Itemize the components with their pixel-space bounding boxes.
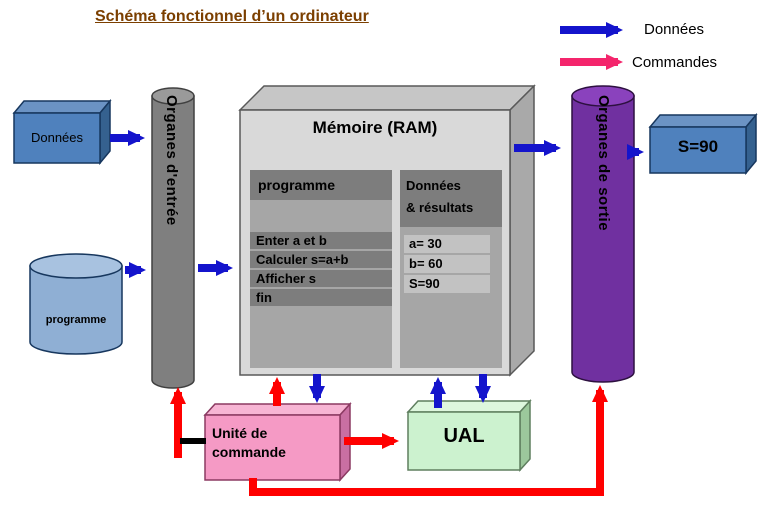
page-title: Schéma fonctionnel d’un ordinateur <box>95 8 369 25</box>
program-row: Enter a et b <box>250 232 392 249</box>
output-box-label: S=90 <box>677 137 719 156</box>
results-panel: Données & résultats a= 30 b= 60 S=90 <box>400 170 502 368</box>
output-organ-cylinder-shape <box>571 85 635 383</box>
legend-command-label: Commandes <box>632 54 718 71</box>
program-panel-header: programme <box>250 170 392 200</box>
program-cylinder-label: programme <box>45 314 107 326</box>
program-row: fin <box>250 289 392 306</box>
program-rows: Enter a et b Calculer s=a+b Afficher s f… <box>250 232 392 306</box>
results-header-line1: Données <box>406 178 461 193</box>
results-header-line2: & résultats <box>406 200 474 215</box>
data-arrows <box>110 130 644 408</box>
program-cylinder-shape <box>29 253 123 355</box>
results-panel-header: Données & résultats <box>400 170 502 227</box>
input-organ-label: Organes d'entrée <box>163 95 180 226</box>
data-input-box-label: Données <box>30 130 84 145</box>
result-row: a= 30 <box>404 235 490 253</box>
arrow-command-bus-to-output-organ <box>249 385 608 496</box>
results-rows: a= 30 b= 60 S=90 <box>404 235 490 293</box>
result-row: S=90 <box>404 275 490 293</box>
program-panel: programme Enter a et b Calculer s=a+b Af… <box>250 170 392 368</box>
data-input-box-shape <box>12 98 112 166</box>
control-unit-box-shape <box>203 402 352 482</box>
output-box-shape <box>648 112 758 176</box>
program-row: Afficher s <box>250 270 392 287</box>
result-row: b= 60 <box>404 255 490 273</box>
command-arrows <box>170 377 608 496</box>
program-row: Calculer s=a+b <box>250 251 392 268</box>
output-organ-label: Organes de sortie <box>595 95 612 232</box>
input-organ-cylinder-shape <box>151 87 195 389</box>
alu-label: UAL <box>443 425 485 447</box>
memory-title: Mémoire (RAM) <box>312 118 438 137</box>
legend-data-label: Données <box>644 21 705 38</box>
control-unit-label: Unité de commande <box>212 425 286 460</box>
